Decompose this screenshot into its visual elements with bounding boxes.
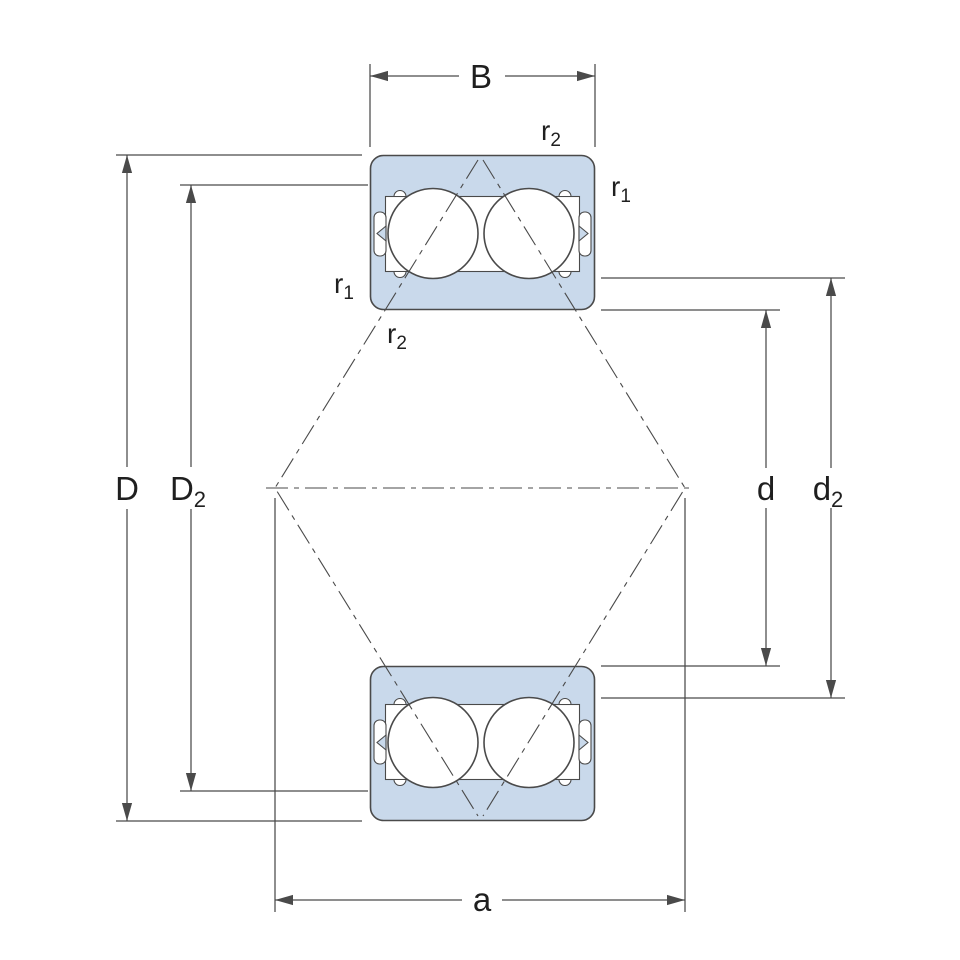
dimension-d2: d2 [601,277,859,699]
dim-label-d2: d2 [813,470,844,512]
r-label-r1-left: r1 [334,268,354,304]
bearing-section-bottom [369,665,596,822]
dimension-D: D [103,154,362,822]
contact-angle-line-right [482,159,686,817]
label-mask [103,467,151,509]
dimension-d: d [601,309,786,667]
dim-label-D: D [115,470,139,507]
dim-label-D2: D2 [170,470,206,512]
label-mask [746,468,786,508]
contact-angle-line-left [274,159,479,817]
dimension-B: B [369,57,596,147]
label-mask [462,882,502,918]
dim-label-B: B [470,58,492,95]
dimension-a: a [274,498,686,918]
dimension-D2: D2 [160,184,368,792]
dim-label-a: a [473,881,492,918]
r-label-r2-top: r2 [541,115,561,151]
label-mask [803,468,859,508]
r-label-r2-left: r2 [387,318,407,354]
label-mask [160,467,222,509]
r-label-r1-right: r1 [611,171,631,207]
label-mask [459,57,505,95]
dim-label-d: d [757,470,775,507]
